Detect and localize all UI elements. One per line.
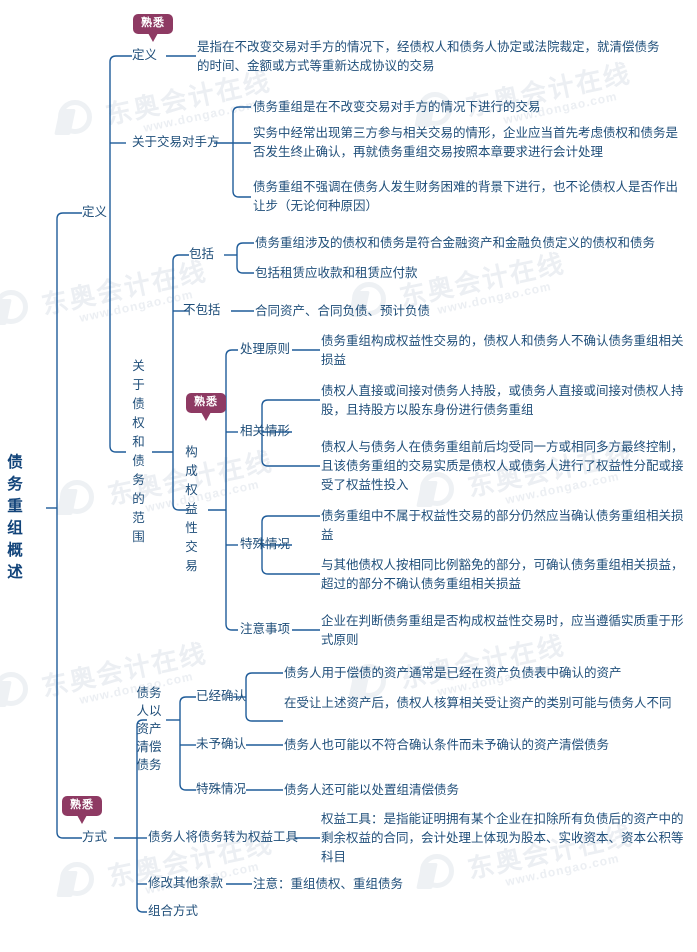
leaf-unrecognized-1: 债务人也可能以不符合确认条件而未予确认的资产清偿债务 — [284, 738, 610, 752]
branch-combined-method[interactable]: 组合方式 — [148, 904, 199, 918]
link-situation-2 — [261, 459, 320, 467]
link-cp-1 — [232, 106, 251, 114]
leaf-special-1: 债务重组中不属于权益性交易的部分仍然应当确认债务重组相关损益 — [321, 509, 684, 542]
link-cp-3 — [232, 190, 251, 198]
leaf-principle-1: 债务重组构成权益性交易的，债权人和债务人不确认债务重组相关损益 — [321, 334, 684, 367]
link-scope-include — [172, 254, 189, 262]
link-equity-notes — [225, 623, 238, 631]
branch-definition-top[interactable]: 定义 — [132, 48, 158, 62]
badge-familiar: 熟悉 — [62, 796, 102, 824]
badge-label: 熟悉 — [70, 799, 94, 811]
branch-notes[interactable]: 注意事项 — [240, 622, 291, 636]
link-scope-equity — [172, 503, 189, 511]
leaf-modify-terms-1: 注意：重组债权、重组债务 — [253, 877, 404, 891]
branch-include[interactable]: 包括 — [189, 247, 215, 261]
leaf-special-case-2-1: 债务人还可能以处置组清偿债务 — [284, 783, 460, 797]
branch-debt-to-equity[interactable]: 债务人将债务转为权益工具 — [148, 830, 299, 844]
link-recognized-1 — [245, 672, 283, 680]
link-def-definition2 — [109, 55, 132, 63]
leaf-definition-text: 是指在不改变交易对手方的情况下，经债权人和债务人协定或法院裁定，就清偿债务的时间… — [197, 40, 660, 73]
branch-special[interactable]: 特殊情况 — [240, 537, 291, 551]
leaf-counterparty-2: 实务中经常出现第三方参与相关交易的情形，企业应当首先考虑债权和债务是否发生终止确… — [253, 126, 679, 159]
link-settle-special2 — [179, 783, 196, 791]
leaf-recognized-2: 在受让上述资产后，债权人核算相关受让资产的类别可能与债务人不同 — [284, 696, 672, 710]
branch-special-case-2[interactable]: 特殊情况 — [196, 782, 247, 796]
link-method-settle — [136, 719, 147, 727]
link-equity-principle — [225, 349, 238, 357]
leaf-counterparty-3: 债务重组不强调在债务人发生财务困难的背景下进行，也不论债权人是否作出让步（无论何… — [253, 180, 679, 213]
badge-label: 熟悉 — [194, 396, 218, 408]
link-special-2 — [261, 567, 320, 575]
link-include-1 — [236, 242, 254, 250]
branch-definition-l1[interactable]: 定义 — [82, 205, 108, 219]
leaf-situation-1: 债权人直接或间接对债务人持股，或债务人直接或间接对债权人持股，且持股方以股东身份… — [321, 384, 684, 417]
link-def-scope — [109, 445, 126, 453]
leaf-recognized-1: 债务人用于偿债的资产通常是已经在资产负债表中确认的资产 — [284, 666, 622, 680]
branch-equity-transaction[interactable]: 构成权益性交易 — [185, 445, 198, 573]
leaf-counterparty-1: 债务重组是在不改变交易对手方的情况下进行的交易 — [253, 100, 541, 114]
link-special-1 — [261, 515, 320, 523]
root-node-title: 债务重组概述 — [7, 454, 23, 581]
leaf-notes-1: 企业在判断债务重组是否构成权益性交易时，应当遵循实质重于形式原则 — [321, 614, 684, 647]
link-method-combined — [136, 905, 147, 913]
badge-familiar: 熟悉 — [133, 14, 173, 42]
link-settle-recognized — [179, 696, 196, 704]
link-root-definition — [56, 212, 82, 220]
branch-settle-by-asset[interactable]: 债务人以资产清偿债务 — [136, 686, 162, 772]
branch-modify-terms[interactable]: 修改其他条款 — [148, 876, 224, 890]
leaf-exclude-1: 合同资产、合同负债、预计负债 — [255, 304, 431, 318]
leaf-special-2: 与其他债权人按相同比例豁免的部分，可确认债务重组相关损益，超过的部分不确认债务重… — [321, 558, 684, 591]
branch-unrecognized[interactable]: 未予确认 — [196, 737, 247, 751]
branch-method[interactable]: 方式 — [82, 830, 108, 844]
branch-situations[interactable]: 相关情形 — [240, 424, 291, 438]
link-include-2 — [236, 266, 254, 274]
branch-scope[interactable]: 关于债权和债务的范围 — [132, 359, 145, 544]
badge-familiar: 熟悉 — [186, 393, 226, 421]
leaf-include-2: 包括租赁应收款和租赁应付款 — [255, 266, 418, 280]
link-root-method — [56, 831, 82, 839]
leaf-situation-2: 债权人与债务人在债务重组前后均受同一方或相同多方最终控制，且该债务重组的交易实质… — [321, 440, 684, 492]
badge-label: 熟悉 — [141, 17, 165, 29]
link-situation-1 — [261, 399, 320, 407]
leaf-include-1: 债务重组涉及的债权和债务是符合金融资产和金融负债定义的债权和债务 — [255, 236, 656, 250]
branch-exclude[interactable]: 不包括 — [183, 303, 221, 317]
branch-recognized[interactable]: 已经确认 — [196, 689, 247, 703]
leaf-debt-to-equity-1: 权益工具：是指能证明拥有某个企业在扣除所有负债后的资产中的剩余权益的合同，会计处… — [321, 812, 684, 864]
link-recognized-2 — [245, 714, 283, 722]
branch-counterparty[interactable]: 关于交易对手方 — [132, 135, 220, 149]
branch-principle[interactable]: 处理原则 — [240, 342, 291, 356]
